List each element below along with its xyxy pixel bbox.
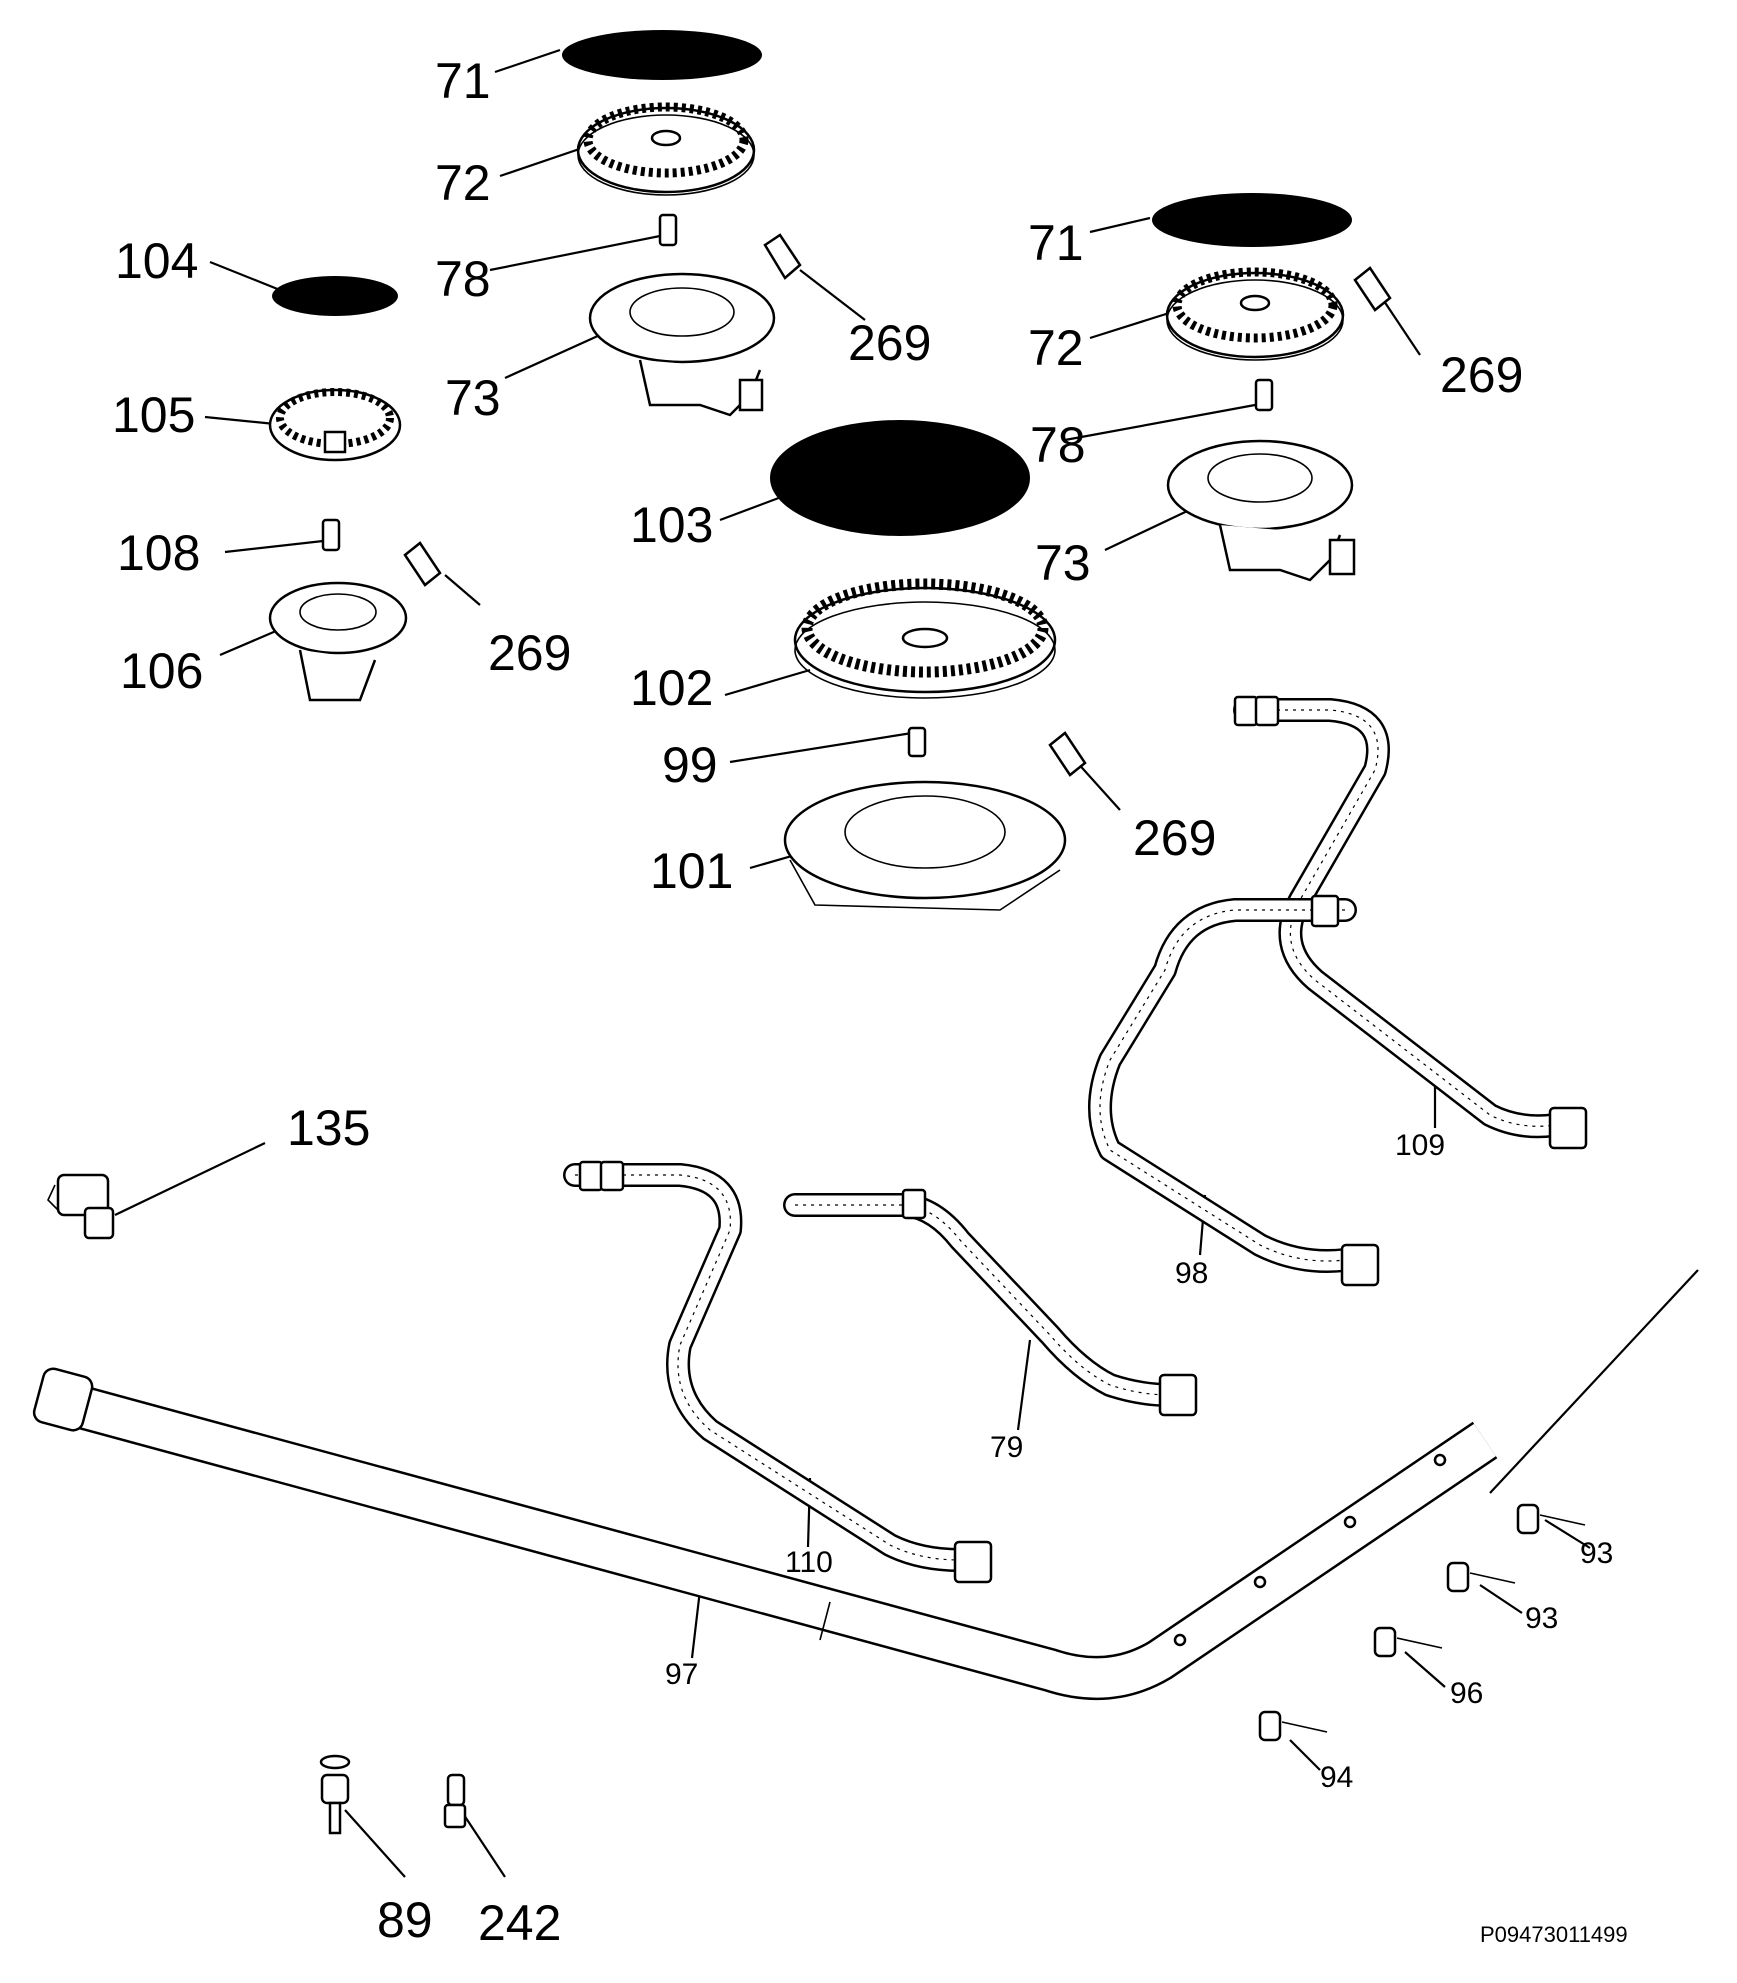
label-104: 104 [115, 233, 198, 289]
valves [1258, 1503, 1586, 1742]
label-99: 99 [662, 737, 718, 793]
label-109: 109 [1395, 1129, 1445, 1162]
label-108: 108 [117, 525, 200, 581]
label-269-a: 269 [848, 315, 931, 371]
burner-crown-102 [793, 578, 1057, 699]
label-94: 94 [1320, 1761, 1353, 1794]
label-71-right: 71 [1028, 215, 1084, 271]
valve-94 [1258, 1710, 1328, 1742]
burner-crown-105 [268, 388, 402, 462]
injector-78-right [1254, 378, 1274, 412]
part-labels: 71 72 78 73 269 71 72 269 78 73 104 105 … [112, 53, 1613, 1951]
injector-99 [907, 726, 927, 758]
burner-crown-72-left [576, 102, 756, 196]
burner-cap-71-left [562, 30, 762, 80]
label-103: 103 [630, 497, 713, 553]
label-110: 110 [785, 1546, 833, 1579]
part-89 [319, 1754, 351, 1835]
label-135: 135 [287, 1100, 370, 1156]
valve-96 [1373, 1626, 1443, 1658]
label-105: 105 [112, 387, 195, 443]
burner-caps [272, 30, 1352, 536]
label-89: 89 [377, 1892, 433, 1948]
valve-93-b [1446, 1561, 1516, 1593]
label-97: 97 [665, 1658, 698, 1691]
label-93-b: 93 [1525, 1602, 1558, 1635]
valve-93-a [1516, 1503, 1586, 1535]
part-242 [443, 1773, 467, 1829]
label-102: 102 [630, 660, 713, 716]
valve-135 [47, 1173, 115, 1240]
label-73-right: 73 [1035, 535, 1091, 591]
burner-cap-103 [770, 420, 1030, 536]
label-242: 242 [478, 1895, 561, 1951]
burner-crown-72-right [1165, 267, 1345, 361]
label-78-right: 78 [1030, 417, 1086, 473]
injector-108 [321, 518, 341, 552]
label-79: 79 [990, 1431, 1023, 1464]
burner-body-106 [268, 581, 408, 702]
gas-pipes [563, 695, 1588, 1584]
label-98: 98 [1175, 1257, 1208, 1290]
injectors [321, 213, 1274, 758]
label-72-right: 72 [1028, 320, 1084, 376]
label-106: 106 [120, 643, 203, 699]
label-71-left: 71 [435, 53, 491, 109]
burner-body-73-left [588, 272, 776, 417]
burner-cap-71-right [1152, 193, 1352, 247]
reference-code: P09473011499 [1480, 1922, 1628, 1947]
label-96: 96 [1450, 1677, 1483, 1710]
label-269-c: 269 [488, 625, 571, 681]
injector-78-left [658, 213, 678, 247]
label-93-a: 93 [1580, 1537, 1613, 1570]
label-73-left: 73 [445, 370, 501, 426]
burner-body-73-right [1166, 439, 1356, 582]
burner-cap-104 [272, 276, 398, 316]
burner-body-101 [783, 780, 1067, 911]
label-269-b: 269 [1440, 347, 1523, 403]
label-72-left: 72 [435, 155, 491, 211]
label-78-left: 78 [435, 251, 491, 307]
label-269-d: 269 [1133, 810, 1216, 866]
gas-rail-97 [32, 1367, 1498, 1700]
label-101: 101 [650, 843, 733, 899]
brackets-269 [403, 233, 1392, 777]
